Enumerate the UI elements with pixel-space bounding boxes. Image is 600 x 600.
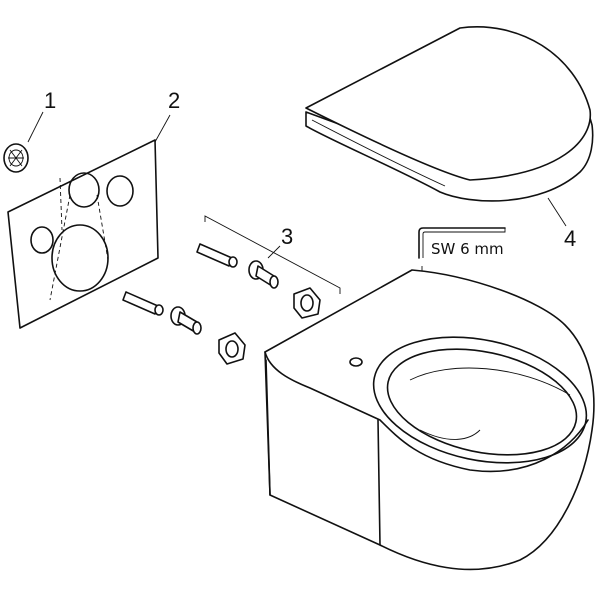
label-2: 2	[168, 88, 180, 113]
label-1: 1	[44, 88, 56, 113]
part-3-fixing-set	[122, 215, 341, 365]
sleeve-icon	[248, 260, 279, 289]
label-4: 4	[564, 226, 576, 251]
toilet-bowl	[264, 269, 595, 571]
sleeve-icon	[170, 306, 202, 335]
part-4-seat-lid	[305, 26, 594, 227]
nut-icon	[293, 287, 321, 319]
tool-note: SW 6 mm	[431, 240, 504, 258]
nut-icon	[218, 332, 246, 365]
part-2-plate	[7, 114, 171, 329]
bolt-icon	[196, 243, 238, 268]
bolt-icon	[122, 291, 164, 316]
label-3: 3	[281, 224, 293, 249]
part-1-cap	[3, 111, 44, 173]
